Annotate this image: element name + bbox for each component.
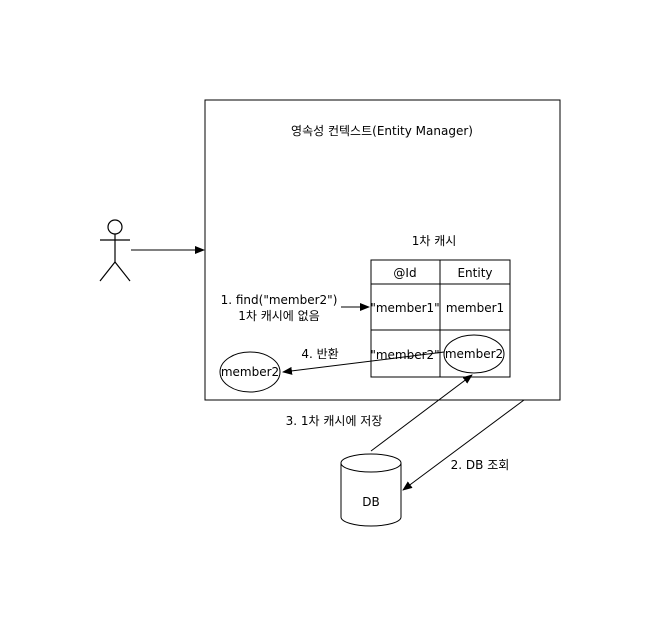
cache-row-1-id: "member1" xyxy=(370,301,439,315)
step-db-lookup-label: 2. DB 조회 xyxy=(451,458,510,472)
cache-header-entity: Entity xyxy=(457,266,492,280)
step-db-lookup-arrow xyxy=(402,399,525,491)
cache-title: 1차 캐시 xyxy=(412,234,457,248)
step-store-cache-arrow xyxy=(370,374,473,452)
step-find-label-1: 1. find("member2") xyxy=(221,293,338,307)
cache-entity-member2 xyxy=(443,334,505,374)
cache-row-1-entity: member1 xyxy=(446,301,504,315)
returned-entity-ellipse xyxy=(219,351,281,393)
step-return-arrow xyxy=(282,351,445,375)
step-store-cache-label: 3. 1차 캐시에 저장 xyxy=(286,414,383,428)
returned-entity-label: member2 xyxy=(221,365,279,379)
step-find-label-2: 1차 캐시에 없음 xyxy=(238,309,320,323)
step-return-label: 4. 반환 xyxy=(301,347,338,361)
cache-row-2-entity: member2 xyxy=(445,347,503,361)
persistence-context-title: 영속성 컨텍스트(Entity Manager) xyxy=(291,124,473,138)
database-label: DB xyxy=(362,495,379,509)
cache-header-id: @Id xyxy=(393,266,416,280)
database-icon xyxy=(340,453,402,527)
user-actor-icon xyxy=(99,219,131,282)
